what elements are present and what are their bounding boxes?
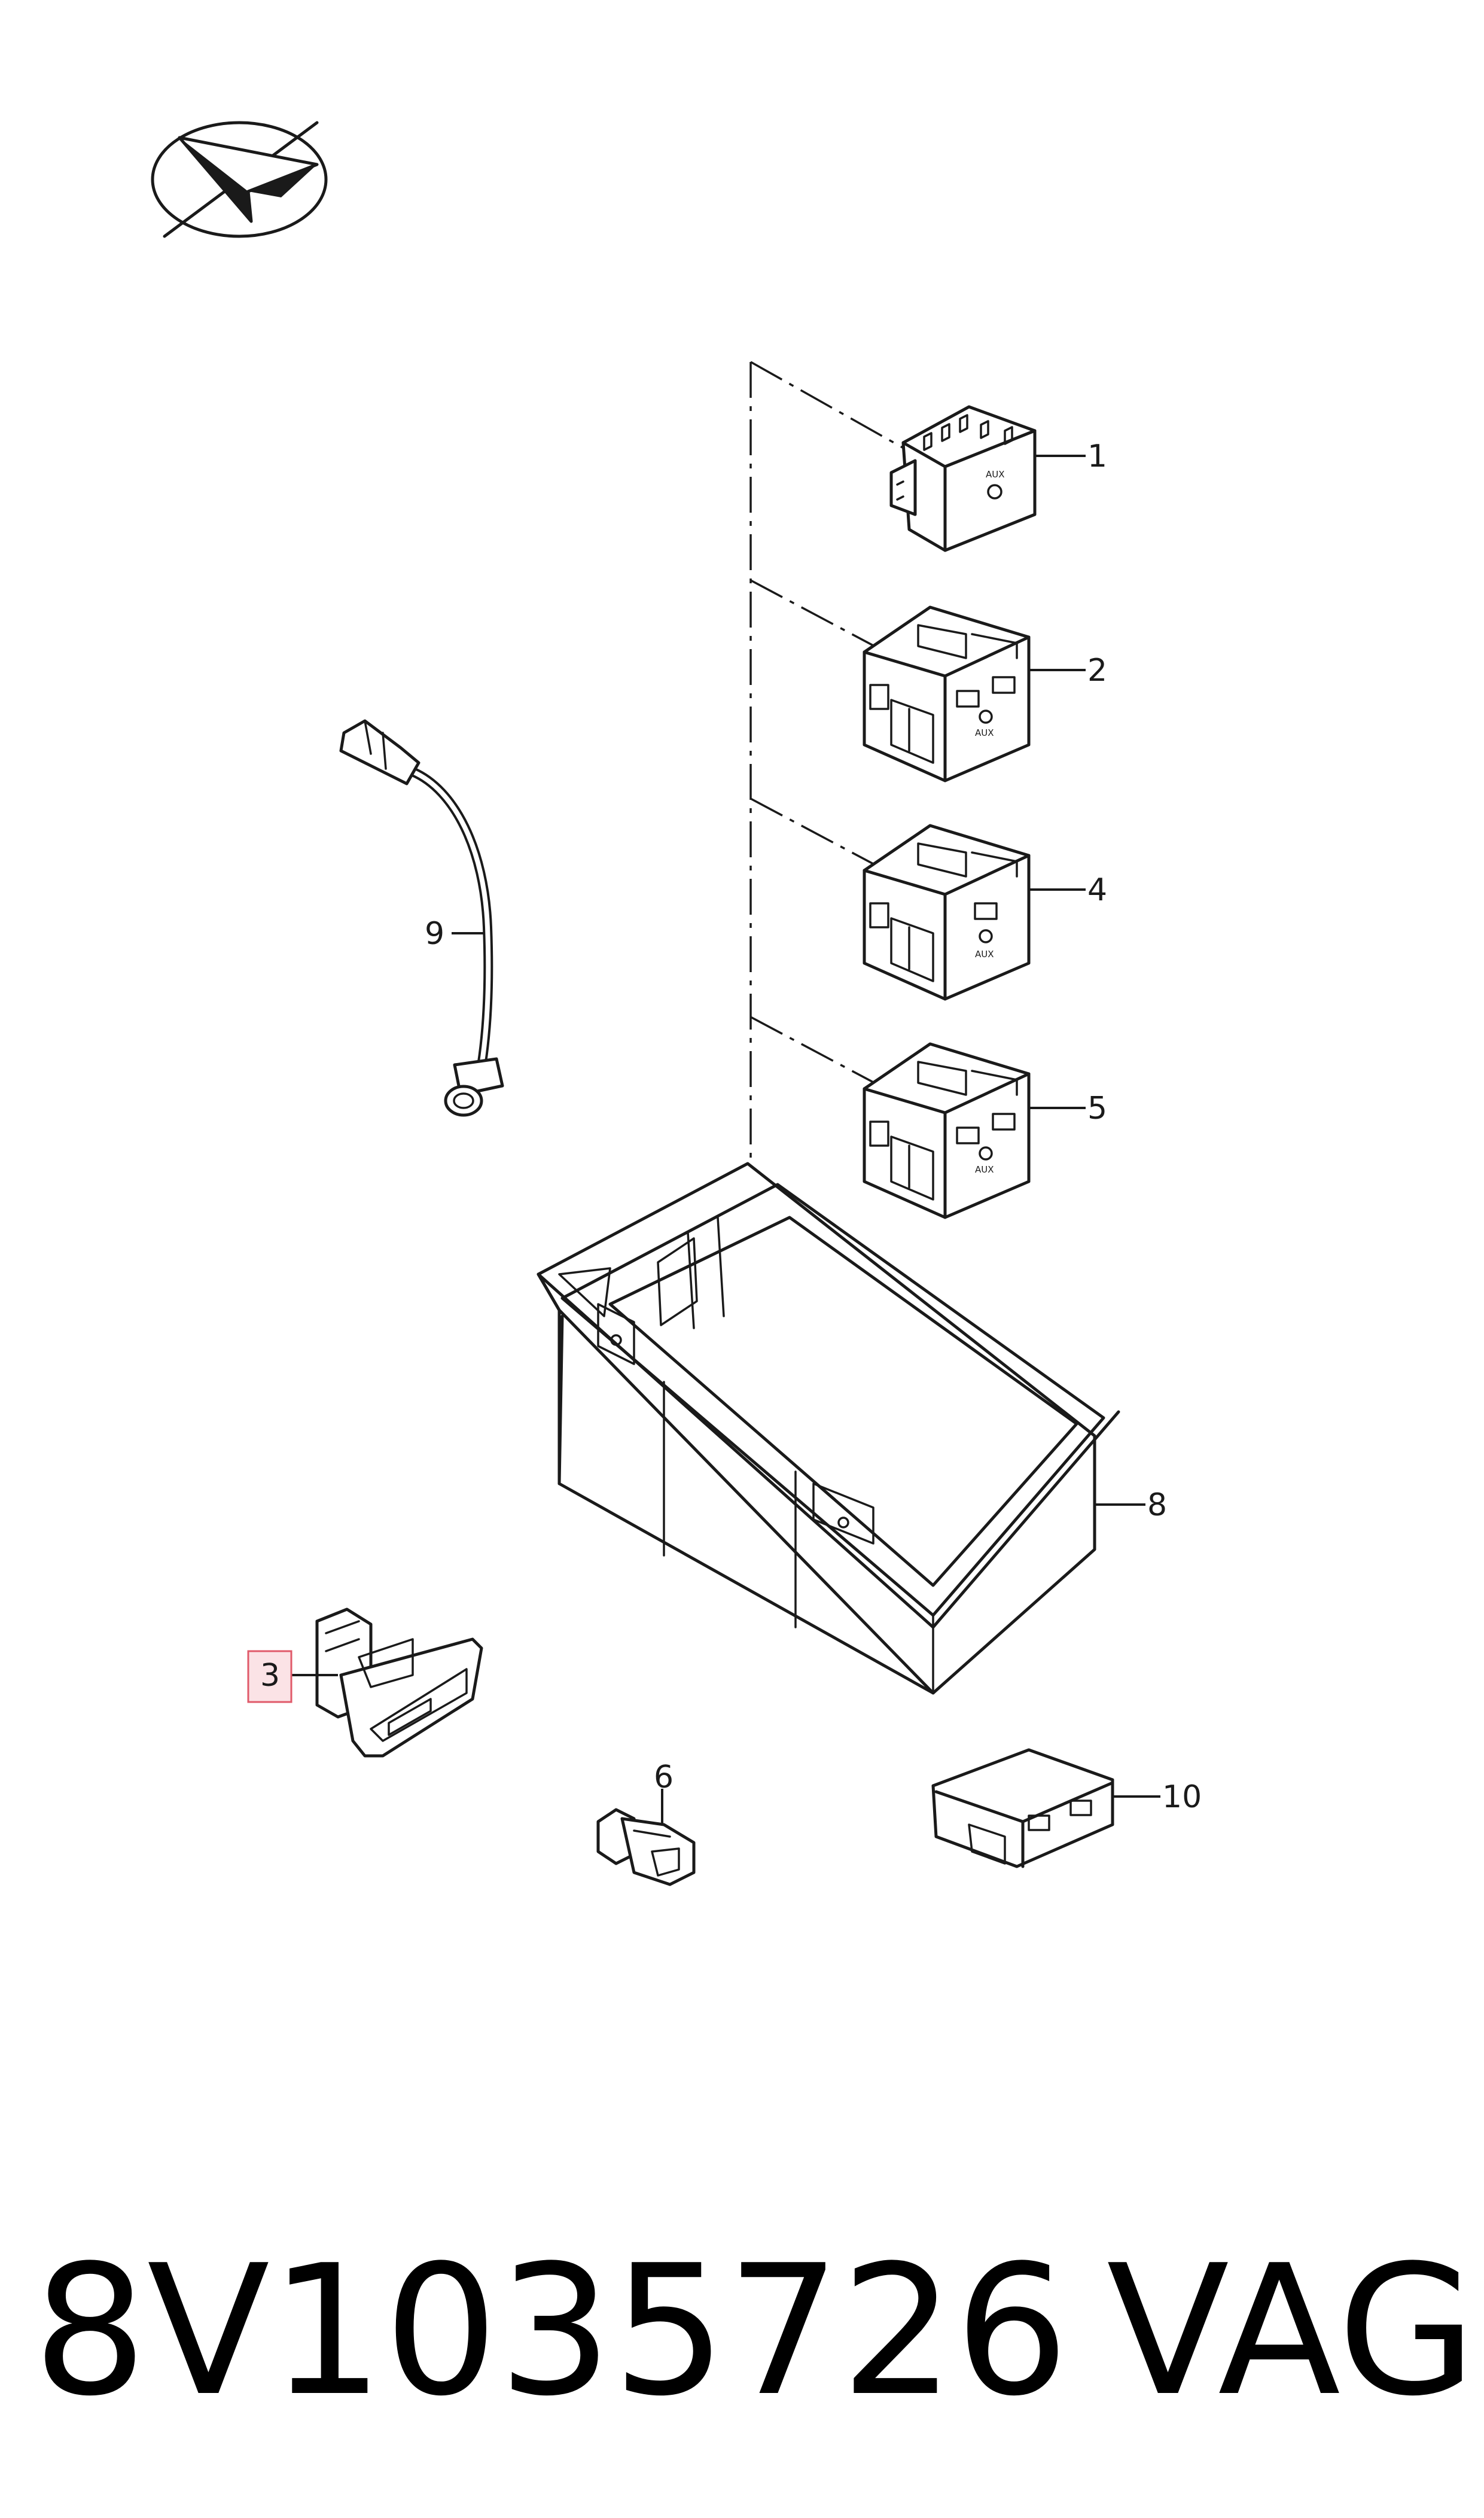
callout-8[interactable]: 8 — [1147, 1487, 1167, 1523]
brand-name: VAG — [1107, 2227, 1476, 2435]
callout-9[interactable]: 9 — [425, 916, 444, 952]
callouts: 1 2 4 5 8 9 6 10 3 — [247, 439, 1202, 1815]
part-number: 8V1035726 — [33, 2227, 1069, 2435]
callout-5[interactable]: 5 — [1087, 1091, 1107, 1126]
part-aux-socket[interactable]: AUX — [889, 405, 1037, 552]
part-dual-usb-aux-socket-5[interactable]: AUX — [863, 1042, 1031, 1219]
part-small-connector[interactable] — [596, 1808, 696, 1886]
part-storage-box[interactable] — [537, 1162, 1120, 1695]
callout-2[interactable]: 2 — [1087, 653, 1107, 689]
aux-label: AUX — [975, 727, 994, 738]
leader-lines — [290, 455, 1160, 1825]
aux-label: AUX — [975, 1164, 994, 1175]
callout-10[interactable]: 10 — [1162, 1779, 1202, 1815]
part-dual-usb-aux-socket-2[interactable]: AUX — [863, 605, 1031, 783]
callout-3[interactable]: 3 — [260, 1658, 280, 1694]
part-usb-aux-socket-4[interactable]: AUX — [863, 824, 1031, 1001]
part-cable-harness[interactable] — [339, 719, 504, 1117]
callout-4[interactable]: 4 — [1087, 872, 1107, 908]
callout-3-highlight — [247, 1650, 292, 1703]
part-usb-socket-bezel[interactable] — [315, 1607, 483, 1758]
aux-label: AUX — [975, 949, 994, 960]
callout-1[interactable]: 1 — [1087, 439, 1107, 474]
footer: 8V1035726 VAG — [33, 2227, 1476, 2435]
part-usb-hub-module[interactable] — [931, 1748, 1114, 1868]
catalog-logo — [151, 121, 328, 238]
aux-label: AUX — [986, 469, 1005, 480]
callout-6[interactable]: 6 — [654, 1759, 674, 1795]
